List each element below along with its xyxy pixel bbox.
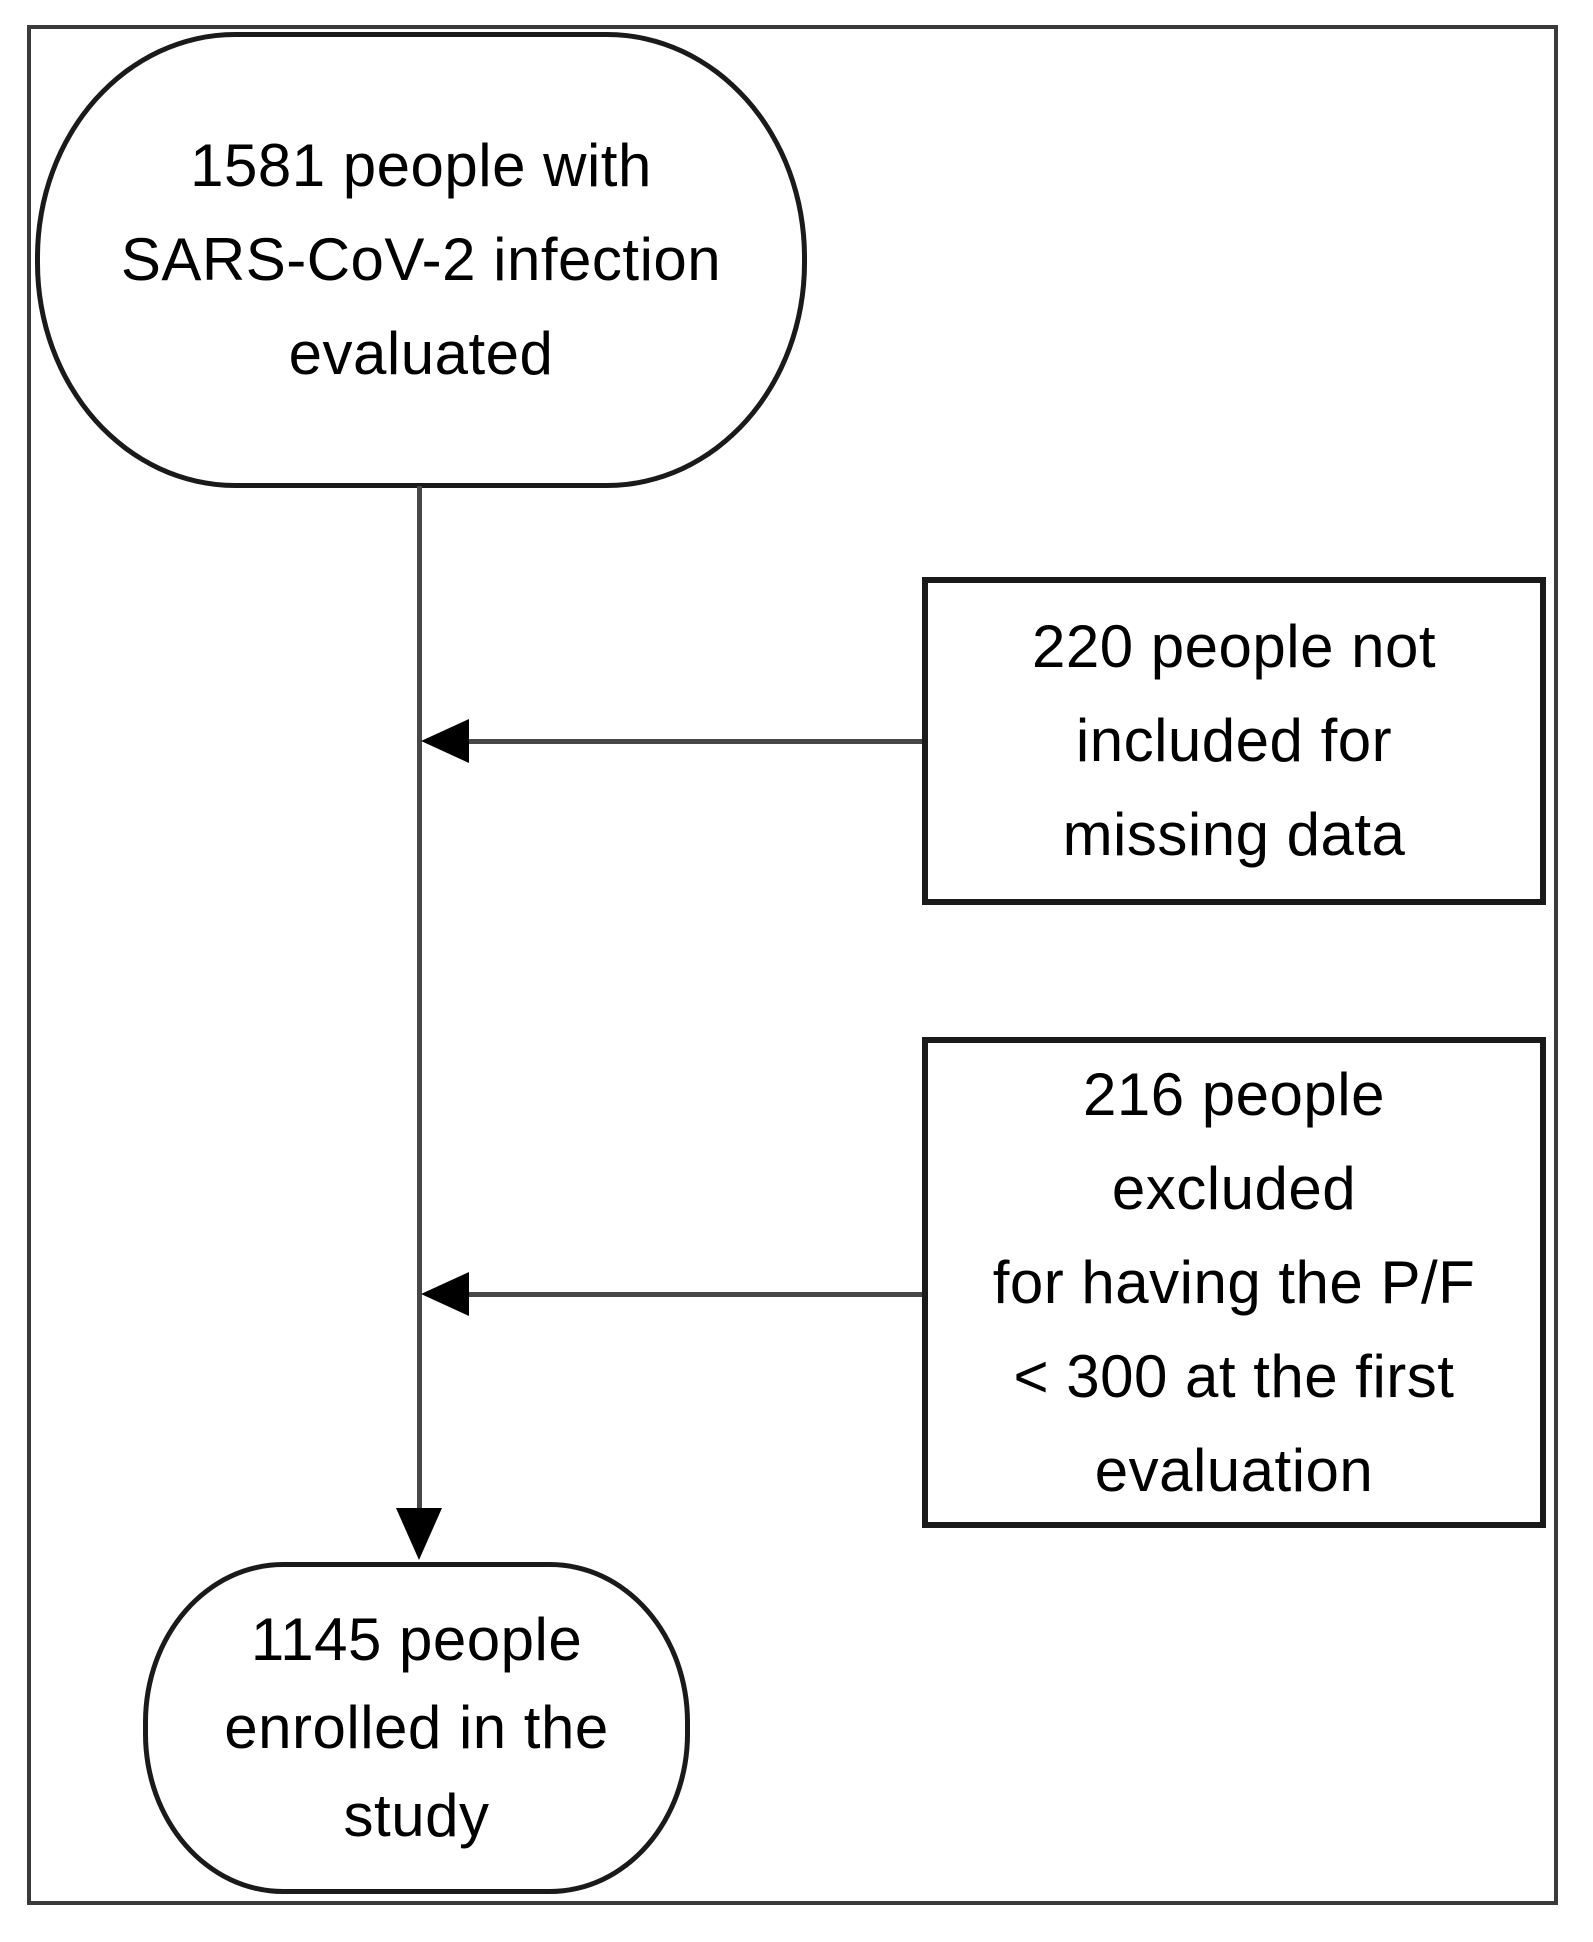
figure-border	[27, 25, 1558, 1905]
node-excluded: 216 people excluded for having the P/F <…	[922, 1037, 1546, 1528]
node-enrolled-line: enrolled in the	[224, 1694, 609, 1761]
node-not-included-line: missing data	[1062, 801, 1406, 868]
arrowhead-left-icon	[421, 719, 469, 763]
arrowhead-left-icon	[421, 1272, 469, 1316]
node-not-included-line: 220 people not	[1031, 613, 1437, 680]
connector-not-included	[465, 739, 922, 744]
node-enrolled-line: 1145 people	[250, 1606, 583, 1673]
node-excluded-line: < 300 at the first	[1013, 1342, 1455, 1410]
node-enrolled-line: study	[343, 1782, 490, 1849]
node-evaluated-line: 1581 people with	[190, 132, 652, 199]
connector-excluded	[465, 1292, 922, 1297]
node-evaluated-line: SARS-CoV-2 infection	[120, 226, 722, 293]
node-not-included-line: included for	[1075, 707, 1393, 774]
node-excluded-line: for having the P/F	[992, 1248, 1476, 1316]
node-excluded-line: evaluation	[1094, 1436, 1374, 1504]
node-excluded-line: 216 people	[1083, 1060, 1385, 1128]
arrowhead-down-icon	[396, 1508, 442, 1560]
node-evaluated: 1581 people with SARS-CoV-2 infection ev…	[35, 32, 807, 488]
node-not-included: 220 people not included for missing data	[922, 577, 1546, 905]
node-enrolled: 1145 people enrolled in the study	[143, 1562, 690, 1894]
node-excluded-line: excluded	[1111, 1154, 1357, 1222]
connector-main-vertical	[417, 486, 422, 1510]
node-evaluated-line: evaluated	[288, 320, 554, 387]
